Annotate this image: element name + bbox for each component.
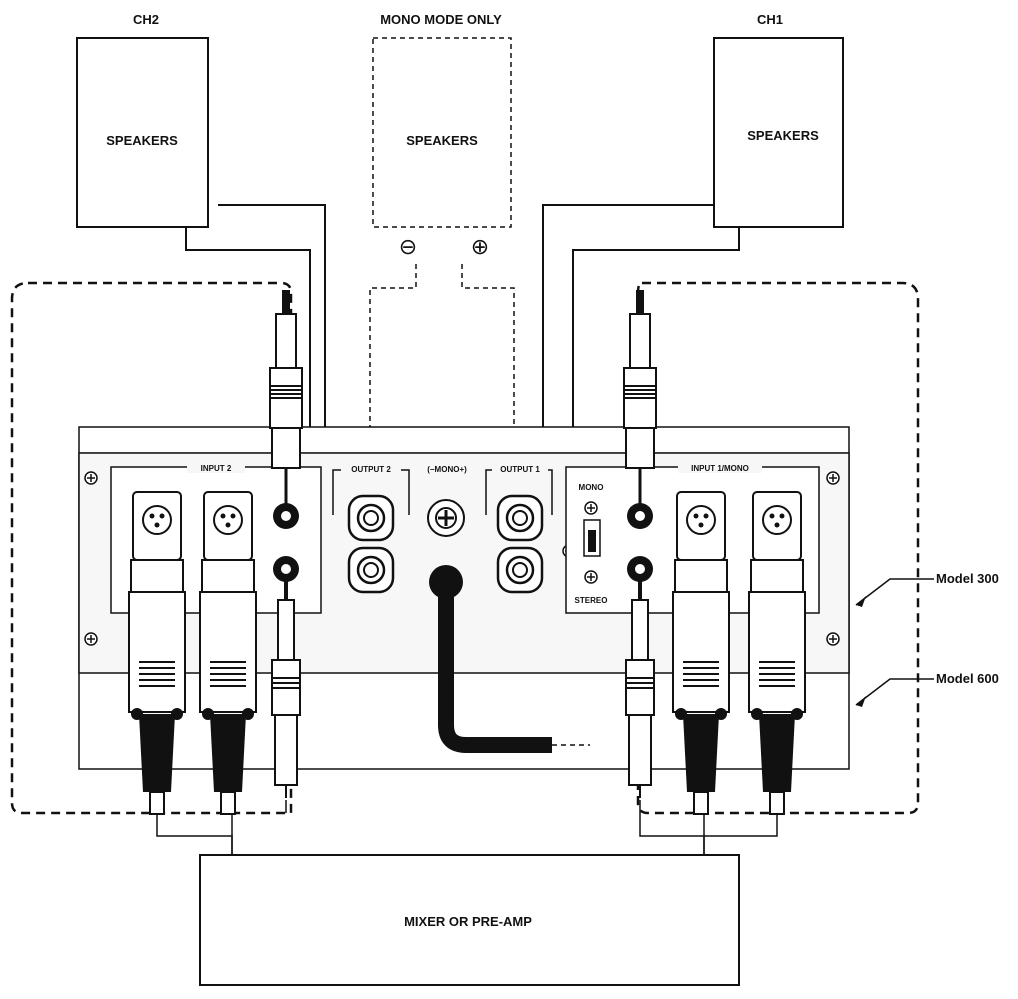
input2-dashed-outline	[10, 281, 293, 815]
output-1-label: OUTPUT 1	[500, 465, 540, 474]
input-2-upper-plug	[269, 289, 303, 505]
model-600-callout	[855, 678, 934, 707]
speaker-label-ch1: SPEAKERS	[747, 128, 819, 143]
speaker-label-mono: SPEAKERS	[406, 133, 478, 148]
mono-bridge-label: (−MONO+)	[427, 465, 467, 474]
input-1-mono-label: INPUT 1/MONO	[691, 464, 749, 473]
mono-label: MONO	[579, 483, 604, 492]
mono-bridge-cable	[429, 565, 590, 753]
mixer-box	[199, 854, 740, 986]
ch2-label: CH2	[133, 12, 159, 27]
ch1-label: CH1	[757, 12, 783, 27]
output-1-post-top[interactable]	[496, 494, 544, 542]
minus-terminal-icon: ⊖	[399, 234, 417, 259]
mono-stereo-switch[interactable]	[583, 519, 601, 557]
plus-terminal-icon: ⊕	[471, 234, 489, 259]
output-2-post-top[interactable]	[347, 494, 395, 542]
mixer-connection-lines	[156, 800, 778, 855]
mono-speaker-cable	[369, 264, 515, 505]
output-1-post-bottom[interactable]	[496, 546, 544, 594]
speaker-label-ch2: SPEAKERS	[106, 133, 178, 148]
output-2-label: OUTPUT 2	[351, 465, 391, 474]
speaker-box-ch2: SPEAKERS	[76, 37, 209, 228]
output-2-post-bottom[interactable]	[347, 546, 395, 594]
input-1-lower-plug	[625, 578, 655, 798]
input-2-lower-plug	[271, 578, 301, 798]
input-1-phone-jacks[interactable]	[627, 503, 653, 582]
model-300-label: Model 300	[936, 571, 999, 586]
speaker-box-ch1: SPEAKERS	[713, 37, 844, 228]
input-2-label: INPUT 2	[201, 464, 232, 473]
input-2-phone-jacks[interactable]	[273, 503, 299, 582]
input1-dashed-outline	[636, 281, 920, 815]
model-300-callout	[855, 578, 934, 607]
stereo-label: STEREO	[575, 596, 608, 605]
mono-mode-only-label: MONO MODE ONLY	[380, 12, 502, 27]
mono-bridge-terminal[interactable]	[427, 499, 465, 537]
mixer-label: MIXER OR PRE-AMP	[404, 914, 532, 929]
speaker-box-mono: SPEAKERS	[372, 37, 512, 228]
model-600-label: Model 600	[936, 671, 999, 686]
input-1-upper-plug	[623, 289, 657, 505]
